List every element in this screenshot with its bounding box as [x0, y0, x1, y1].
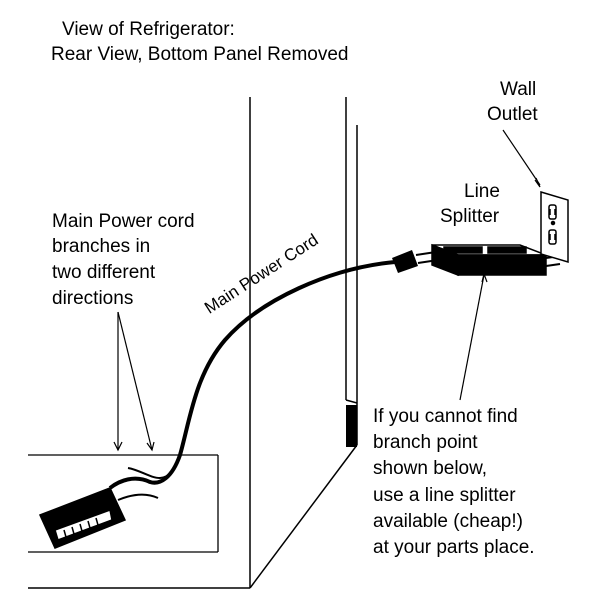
branch-note-line-3: two different	[52, 262, 156, 283]
instruction-line-4: use a line splitter	[373, 485, 516, 506]
refrigerator-body	[28, 97, 358, 589]
branch-note-line-2: branches in	[52, 236, 151, 257]
bottom-compartment	[28, 454, 219, 553]
main-power-cord	[148, 260, 397, 485]
instruction-line-1: If you cannot find	[373, 406, 518, 427]
instruction-line-5: available (cheap!)	[373, 511, 523, 532]
wall-outlet-label-line-2: Outlet	[487, 104, 538, 125]
branch-note-line-4: directions	[52, 288, 134, 309]
branch-note-line-1: Main Power cord	[52, 211, 195, 232]
instruction-line-2: branch point	[373, 432, 478, 453]
wall-outlet-label-line-1: Wall	[500, 79, 537, 100]
line-splitter-label-line-1: Line	[464, 181, 500, 202]
line-splitter-label-line-2: Splitter	[440, 206, 500, 227]
pointer-lines	[113, 129, 541, 452]
foot-pad	[346, 405, 357, 447]
title-line-1: View of Refrigerator:	[62, 19, 235, 40]
branch-connector	[38, 476, 159, 549]
line-splitter	[431, 243, 561, 277]
cord-branch	[127, 454, 181, 480]
title-line-2: Rear View, Bottom Panel Removed	[51, 44, 349, 65]
instruction-line-3: shown below,	[373, 458, 488, 479]
instruction-line-6: at your parts place.	[373, 537, 535, 558]
wall-outlet	[540, 190, 569, 264]
power-plug	[392, 250, 439, 273]
